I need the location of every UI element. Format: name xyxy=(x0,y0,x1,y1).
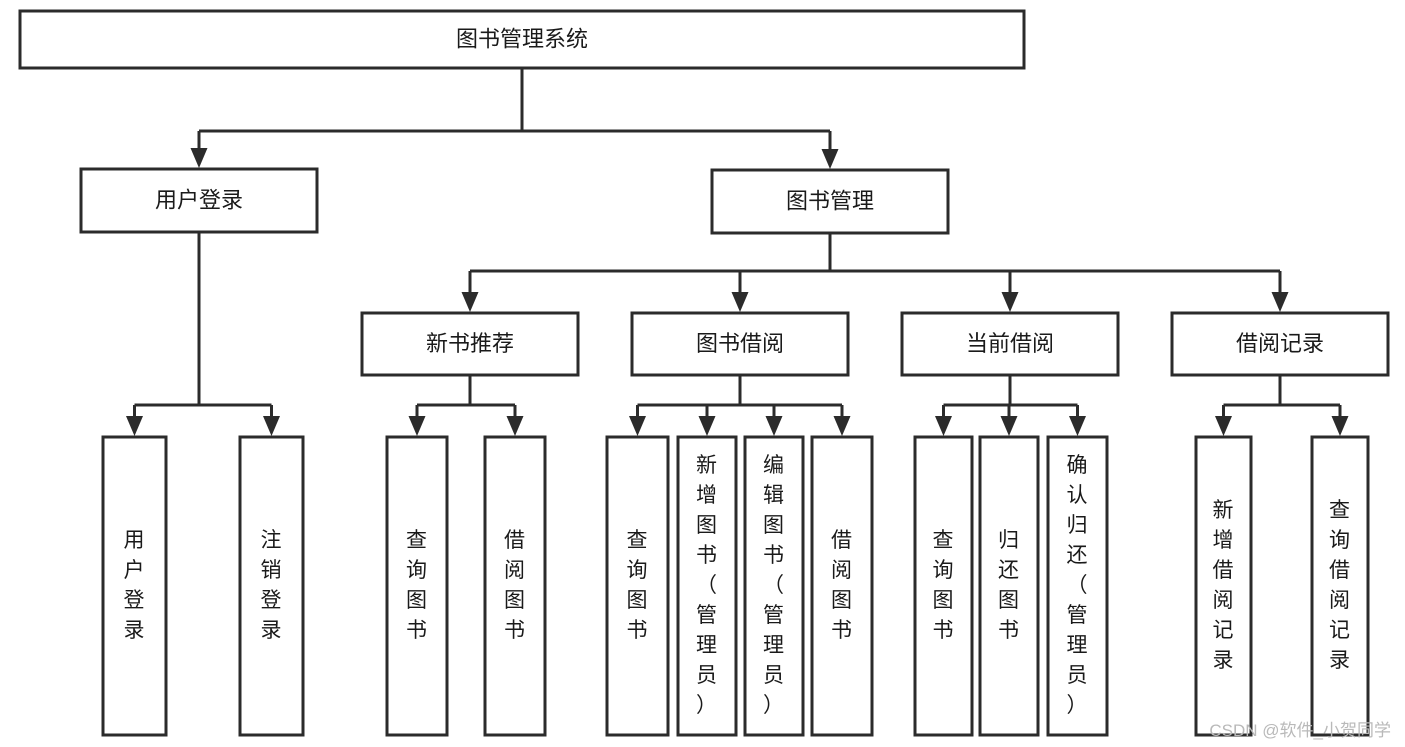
node-label: 归还图书 xyxy=(998,529,1020,642)
arrow-head-icon xyxy=(408,416,426,436)
node-leaf_confirm_return[interactable]: 确认归还（管理员） xyxy=(1046,435,1109,737)
node-leaf_query_book_2[interactable]: 查询图书 xyxy=(605,435,670,737)
node-label: 查询图书 xyxy=(406,529,428,642)
arrow-head-icon xyxy=(1331,416,1349,436)
node-box[interactable] xyxy=(79,167,319,234)
connector-layer xyxy=(126,68,1349,436)
node-label: 借阅图书 xyxy=(831,529,853,642)
node-box[interactable] xyxy=(1046,435,1109,737)
arrow-head-icon xyxy=(935,416,952,436)
node-root[interactable]: 图书管理系统 xyxy=(18,9,1026,70)
node-layer: 图书管理系统用户登录图书管理新书推荐图书借阅当前借阅借阅记录用户登录注销登录查询… xyxy=(18,9,1390,737)
node-borrow_record[interactable]: 借阅记录 xyxy=(1170,311,1390,377)
node-label: 查询图书 xyxy=(933,529,955,642)
arrow-head-icon xyxy=(821,149,839,169)
node-label: 借阅图书 xyxy=(504,529,526,642)
node-box[interactable] xyxy=(900,311,1120,377)
node-label: 新书推荐 xyxy=(426,331,514,356)
node-label: 新增图书（管理员） xyxy=(696,454,718,717)
arrow-head-icon xyxy=(731,292,749,312)
node-book_manage[interactable]: 图书管理 xyxy=(710,168,950,235)
node-leaf_logout[interactable]: 注销登录 xyxy=(238,435,305,737)
node-label: 查询图书 xyxy=(627,529,649,642)
node-label: 用户登录 xyxy=(155,187,243,212)
arrow-head-icon xyxy=(833,416,851,436)
node-box[interactable] xyxy=(605,435,670,737)
node-box[interactable] xyxy=(710,168,950,235)
arrow-head-icon xyxy=(629,416,646,436)
node-new_book_rec[interactable]: 新书推荐 xyxy=(360,311,580,377)
node-box[interactable] xyxy=(238,435,305,737)
arrow-head-icon xyxy=(1001,292,1019,312)
arrow-head-icon xyxy=(1000,416,1018,436)
node-leaf_borrow_book_2[interactable]: 借阅图书 xyxy=(810,435,874,737)
node-box[interactable] xyxy=(630,311,850,377)
node-leaf_query_record[interactable]: 查询借阅记录 xyxy=(1310,435,1370,737)
node-box[interactable] xyxy=(1170,311,1390,377)
node-user_login[interactable]: 用户登录 xyxy=(79,167,319,234)
node-box[interactable] xyxy=(360,311,580,377)
node-leaf_query_book_1[interactable]: 查询图书 xyxy=(385,435,449,737)
node-label: 查询借阅记录 xyxy=(1329,499,1351,672)
node-box[interactable] xyxy=(385,435,449,737)
node-box[interactable] xyxy=(810,435,874,737)
node-label: 当前借阅 xyxy=(966,331,1054,356)
node-box[interactable] xyxy=(913,435,974,737)
arrow-head-icon xyxy=(126,416,143,436)
node-label: 图书管理系统 xyxy=(456,26,588,51)
node-label: 确认归还（管理员） xyxy=(1067,454,1089,717)
node-book_borrow[interactable]: 图书借阅 xyxy=(630,311,850,377)
arrow-head-icon xyxy=(765,416,783,436)
node-box[interactable] xyxy=(1310,435,1370,737)
arrow-head-icon xyxy=(190,148,208,168)
node-box[interactable] xyxy=(676,435,738,737)
node-current_borrow[interactable]: 当前借阅 xyxy=(900,311,1120,377)
node-box[interactable] xyxy=(1194,435,1253,737)
arrow-head-icon xyxy=(263,416,280,436)
arrow-head-icon xyxy=(461,292,479,312)
arrow-head-icon xyxy=(1069,416,1086,436)
node-box[interactable] xyxy=(978,435,1040,737)
node-label: 图书借阅 xyxy=(696,331,784,356)
arrow-head-icon xyxy=(506,416,524,436)
node-leaf_query_book_3[interactable]: 查询图书 xyxy=(913,435,974,737)
arrow-head-icon xyxy=(698,416,716,436)
node-label: 用户登录 xyxy=(124,529,146,642)
arrow-head-icon xyxy=(1215,416,1232,436)
node-leaf_edit_book[interactable]: 编辑图书（管理员） xyxy=(743,435,805,737)
node-leaf_user_login[interactable]: 用户登录 xyxy=(101,435,168,737)
node-label: 图书管理 xyxy=(786,188,874,213)
arrow-head-icon xyxy=(1271,292,1289,312)
node-label: 新增借阅记录 xyxy=(1213,499,1235,672)
node-leaf_add_book[interactable]: 新增图书（管理员） xyxy=(676,435,738,737)
node-box[interactable] xyxy=(101,435,168,737)
node-label: 借阅记录 xyxy=(1236,331,1324,356)
node-label: 编辑图书（管理员） xyxy=(763,454,785,717)
node-box[interactable] xyxy=(743,435,805,737)
node-label: 注销登录 xyxy=(261,529,283,642)
node-leaf_borrow_book_1[interactable]: 借阅图书 xyxy=(483,435,547,737)
node-box[interactable] xyxy=(483,435,547,737)
node-box[interactable] xyxy=(18,9,1026,70)
node-leaf_return_book[interactable]: 归还图书 xyxy=(978,435,1040,737)
node-leaf_add_record[interactable]: 新增借阅记录 xyxy=(1194,435,1253,737)
